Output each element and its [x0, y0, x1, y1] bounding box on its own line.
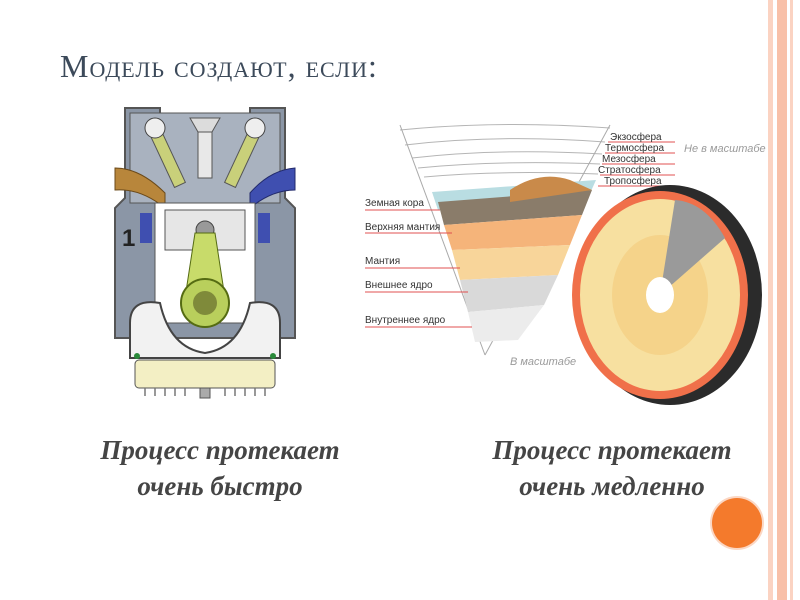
atmo-label-mesosphere: Мезосфера — [602, 153, 656, 165]
slide-title: Модель создают, если: — [60, 48, 378, 84]
atmo-label-exosphere: Экзосфера — [610, 131, 662, 143]
layer-label-crust: Земная кора — [365, 198, 424, 209]
decorative-stripe — [768, 0, 773, 600]
caption-line: Процесс протекает — [492, 435, 732, 465]
atmo-label-troposphere: Тропосфера — [604, 175, 662, 187]
layer-label-mantle: Мантия — [365, 256, 400, 267]
layer-label-outer-core: Внешнее ядро — [365, 280, 433, 291]
decorative-stripe — [790, 0, 793, 600]
engine-illustration: 1 — [114, 107, 296, 399]
not-to-scale-label: Не в масштабе — [684, 143, 766, 155]
engine-number: 1 — [122, 225, 135, 252]
caption-slow-process: Процесс протекает очень медленно — [462, 432, 762, 504]
to-scale-label: В масштабе — [510, 356, 576, 368]
earth-structure-diagram: Земная кора Верхняя мантия Мантия Внешне… — [365, 123, 766, 405]
caption-fast-process: Процесс протекает очень быстро — [70, 432, 370, 504]
layer-label-upper-mantle: Верхняя мантия — [365, 222, 440, 233]
decorative-stripe — [777, 0, 787, 600]
caption-line: Процесс протекает — [100, 435, 340, 465]
caption-line: очень медленно — [519, 471, 705, 501]
layer-label-inner-core: Внутреннее ядро — [365, 315, 446, 326]
atmo-label-stratosphere: Стратосфера — [598, 164, 661, 176]
atmo-label-thermosphere: Термосфера — [605, 142, 664, 154]
decorative-circle — [712, 498, 762, 548]
caption-line: очень быстро — [137, 471, 303, 501]
